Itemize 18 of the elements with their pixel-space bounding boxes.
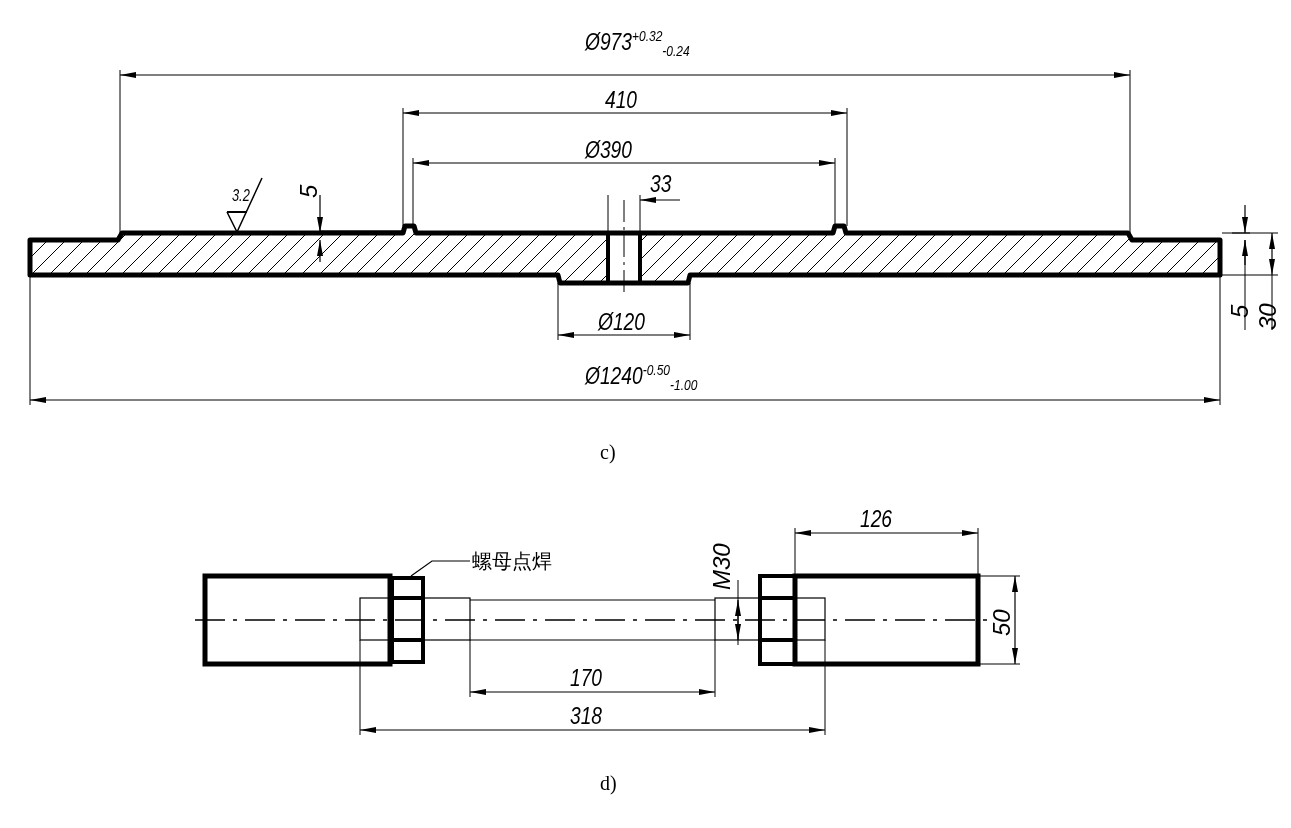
dimension-text: 33: [650, 172, 672, 196]
dimension-text: 50: [990, 609, 1014, 636]
dimension-text: Ø390: [585, 138, 632, 162]
figure-label: c): [600, 442, 616, 462]
dimension-text: 170: [570, 666, 603, 690]
dimension-text: 318: [570, 704, 603, 728]
roughness-value: 3.2: [232, 188, 250, 204]
dimension-text: 410: [605, 88, 638, 112]
dimension-text: 126: [860, 507, 893, 531]
dimension-text: M30: [710, 543, 734, 590]
callout-text: 螺母点焊: [472, 548, 562, 574]
figure-label: d): [600, 773, 617, 793]
dimension-text: 30: [1256, 303, 1280, 330]
dimension-text: 5: [297, 184, 321, 198]
leader-line: [410, 560, 471, 577]
dimension-text: 5: [1228, 304, 1252, 318]
nut: [390, 576, 425, 664]
dimension-text: Ø120: [598, 310, 645, 334]
